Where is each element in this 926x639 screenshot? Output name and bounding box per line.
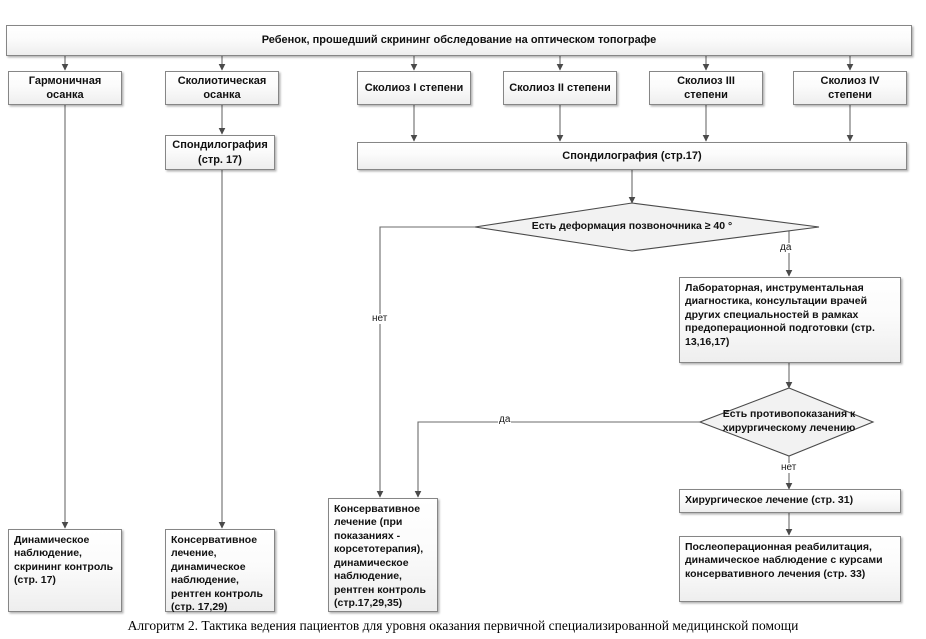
node-harmonic-posture[interactable]: Гармоничная осанка — [8, 71, 122, 105]
node-dynamic-observation-label: Динамическое наблюдение, скрининг контро… — [14, 534, 114, 587]
edge-decision-1-no-to-conservative-2 — [376, 226, 475, 498]
node-root-label: Ребенок, прошедший скрининг обследование… — [261, 34, 657, 47]
node-spondylography-left-label: Спондилография (стр. 17) — [172, 139, 268, 166]
figure-caption: Алгоритм 2. Тактика ведения пациентов дл… — [127, 618, 799, 633]
node-scoliotic-posture[interactable]: Сколиотическая осанка — [165, 71, 279, 105]
decision-1-text[interactable]: Есть деформация позвоночника ≥ 40 ° — [500, 214, 764, 240]
decision-2-diamond — [698, 387, 875, 457]
node-spondylography-right-label: Спондилография (стр.17) — [562, 149, 702, 162]
node-surgical-treatment-label: Хирургическое лечение (стр. 31) — [685, 494, 854, 506]
node-spondylography-left[interactable]: Спондилография (стр. 17) — [165, 135, 275, 170]
no-label-1: нет — [372, 313, 388, 324]
node-conservative-treatment-2-label: Консервативное лечение (при показаниях -… — [334, 503, 426, 610]
node-scoliosis-degree-1[interactable]: Сколиоз I степени — [357, 71, 471, 105]
node-scoliosis-degree-4-label: Сколиоз IV степени — [820, 74, 880, 101]
node-conservative-treatment-1[interactable]: Консервативное лечение, динамическое наб… — [165, 529, 275, 614]
node-postoperative-rehab[interactable]: Послеоперационная реабилитация, динамиче… — [679, 536, 901, 602]
node-scoliosis-degree-3-label: Сколиоз III степени — [677, 74, 735, 101]
edge-label-decision-2-no: нет — [780, 462, 798, 473]
node-lab-diagnostics-label: Лабораторная, инструментальная диагности… — [685, 282, 875, 348]
node-scoliosis-degree-3[interactable]: Сколиоз III степени — [649, 71, 763, 105]
node-root[interactable]: Ребенок, прошедший скрининг обследование… — [6, 25, 912, 56]
decision-1-diamond — [474, 202, 820, 252]
node-scoliosis-degree-2[interactable]: Сколиоз II степени — [503, 71, 617, 105]
edge-label-decision-1-no: нет — [371, 313, 389, 324]
edge-label-decision-2-yes: да — [498, 414, 512, 425]
node-dynamic-observation[interactable]: Динамическое наблюдение, скрининг контро… — [8, 529, 122, 612]
decision-2-label: Есть противопоказания к хирургическому л… — [722, 408, 856, 434]
decision-1-label: Есть деформация позвоночника ≥ 40 ° — [531, 220, 733, 233]
edge-label-decision-1-yes: да — [779, 242, 793, 253]
node-scoliotic-posture-label: Сколиотическая осанка — [177, 74, 267, 101]
node-scoliosis-degree-4[interactable]: Сколиоз IV степени — [793, 71, 907, 105]
no-label-2: нет — [781, 462, 797, 473]
decision-2-text[interactable]: Есть противопоказания к хирургическому л… — [712, 392, 866, 452]
edge-decision-2-yes-to-conservative-2 — [414, 421, 700, 498]
node-lab-diagnostics[interactable]: Лабораторная, инструментальная диагности… — [679, 277, 901, 363]
node-postoperative-rehab-label: Послеоперационная реабилитация, динамиче… — [685, 541, 883, 580]
node-scoliosis-degree-1-label: Сколиоз I степени — [364, 81, 464, 94]
node-scoliosis-degree-2-label: Сколиоз II степени — [509, 81, 611, 94]
yes-label-2: да — [499, 414, 511, 425]
node-spondylography-right[interactable]: Спондилография (стр.17) — [357, 142, 907, 170]
node-harmonic-posture-label: Гармоничная осанка — [28, 74, 102, 101]
node-conservative-treatment-2[interactable]: Консервативное лечение (при показаниях -… — [328, 498, 438, 612]
yes-label-1: да — [780, 242, 792, 253]
node-conservative-treatment-1-label: Консервативное лечение, динамическое наб… — [171, 534, 263, 614]
node-surgical-treatment[interactable]: Хирургическое лечение (стр. 31) — [679, 489, 901, 513]
